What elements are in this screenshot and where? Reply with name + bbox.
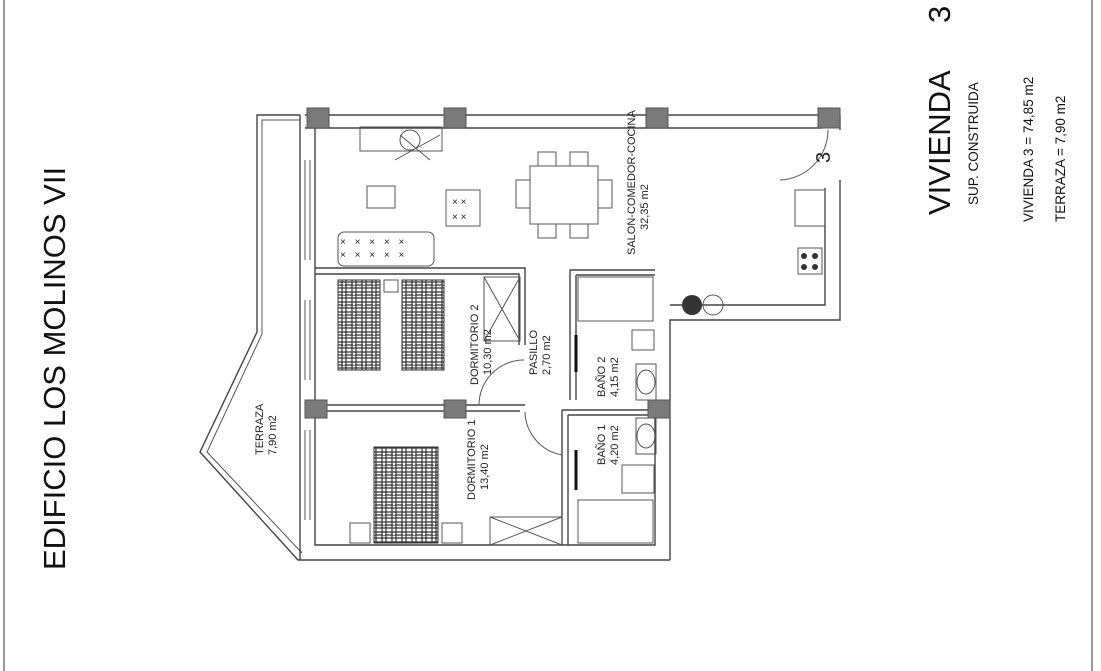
building-title: EDIFICIO LOS MOLINOS VII <box>37 167 72 570</box>
svg-text:× ×: × × <box>452 197 467 208</box>
room-name-dormitorio-2: DORMITORIO 2 <box>469 305 481 385</box>
svg-text:× ×: × × <box>452 212 467 223</box>
bedroom-furniture <box>337 276 563 546</box>
room-name-bano-1: BAÑO 1 <box>595 425 608 465</box>
bathroom-fixtures <box>574 276 657 544</box>
structural-columns <box>304 107 841 419</box>
room-area-dormitorio-2: 10,30 m2 <box>482 329 494 375</box>
unit-subtitle: SUP. CONSTRUIDA <box>966 82 981 205</box>
kitchen <box>682 189 826 316</box>
living-furniture: × × × × × × × × × × × × × × <box>337 126 613 267</box>
terrace <box>199 114 670 561</box>
room-name-terraza: TERRAZA <box>254 403 266 455</box>
unit-title: VIVIENDA <box>922 70 957 215</box>
room-labels: SALON-COMEDOR-COCINA 32,35 m2 DORMITORIO… <box>254 109 835 500</box>
svg-text:× × × × ×: × × × × × <box>340 250 407 261</box>
unit-area-line: VIVIENDA 3 = 74,85 m2 <box>1021 77 1036 222</box>
room-name-bano-2: BAÑO 2 <box>595 357 608 397</box>
room-area-dormitorio-1: 13,40 m2 <box>479 444 491 490</box>
svg-text:× × × × ×: × × × × × <box>340 237 407 248</box>
room-area-terraza: 7,90 m2 <box>267 415 279 455</box>
room-area-bano-1: 4,20 m2 <box>609 425 621 465</box>
room-name-salon: SALON-COMEDOR-COCINA <box>626 109 638 255</box>
room-name-pasillo: PASILLO <box>528 330 540 375</box>
unit-number: 3 <box>922 6 957 23</box>
room-name-dormitorio-1: DORMITORIO 1 <box>466 420 478 500</box>
room-area-pasillo: 2,70 m2 <box>541 335 553 375</box>
terrace-area-line: TERRAZA = 7,90 m2 <box>1053 96 1068 222</box>
room-area-salon: 32,35 m2 <box>639 184 651 230</box>
interior-walls <box>315 129 829 545</box>
room-area-bano-2: 4,15 m2 <box>609 357 621 397</box>
door-number: 3 <box>813 152 835 163</box>
